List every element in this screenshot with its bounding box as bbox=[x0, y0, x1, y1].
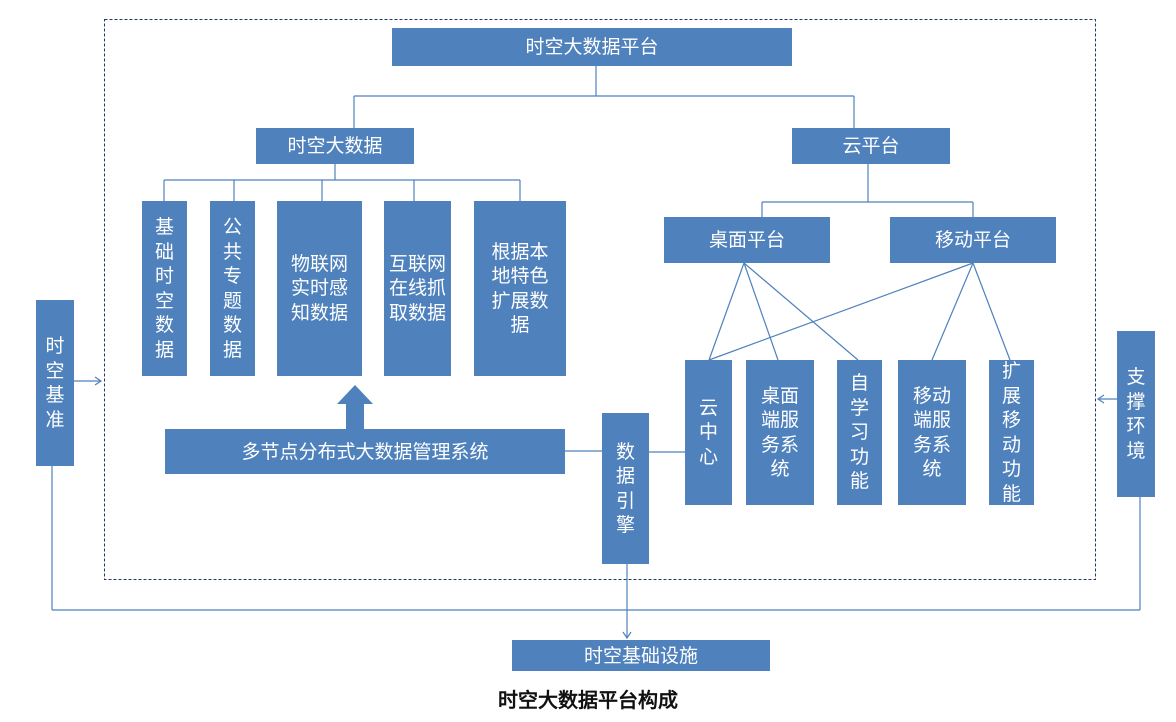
public-thematic-data-box: 公共专题数据 bbox=[210, 201, 255, 376]
mobile-platform-box: 移动平台 bbox=[890, 217, 1056, 263]
desktop-platform-box: 桌面平台 bbox=[664, 217, 830, 263]
extended-mobile-box: 扩展移动功能 bbox=[989, 360, 1034, 505]
internet-crawl-data-box: 互联网在线抓取数据 bbox=[384, 201, 451, 376]
spatiotemporal-reference-box: 时空基准 bbox=[36, 300, 74, 466]
mgmt-system-box: 多节点分布式大数据管理系统 bbox=[165, 429, 565, 474]
self-learning-box: 自学习功能 bbox=[837, 360, 882, 505]
iot-sensing-data-box: 物联网实时感知数据 bbox=[277, 201, 362, 376]
mobile-service-box: 移动端服务系统 bbox=[898, 360, 966, 505]
data-engine-box: 数据引擎 bbox=[602, 413, 649, 564]
diagram-caption: 时空大数据平台构成 bbox=[498, 688, 678, 712]
local-extension-data-box: 根据本地特色扩展数据 bbox=[474, 201, 566, 376]
desktop-service-box: 桌面端服务系统 bbox=[746, 360, 814, 505]
bigdata-box: 时空大数据 bbox=[256, 128, 414, 164]
cloud-platform-box: 云平台 bbox=[792, 128, 950, 164]
up-arrow bbox=[337, 385, 373, 429]
support-environment-box: 支撑环境 bbox=[1117, 331, 1155, 497]
infrastructure-box: 时空基础设施 bbox=[512, 640, 770, 671]
basic-spatiotemporal-data-box: 基础时空数据 bbox=[142, 201, 187, 376]
platform-frame bbox=[104, 19, 1096, 580]
root-platform-box: 时空大数据平台 bbox=[392, 28, 792, 66]
cloud-center-box: 云中心 bbox=[685, 360, 732, 505]
